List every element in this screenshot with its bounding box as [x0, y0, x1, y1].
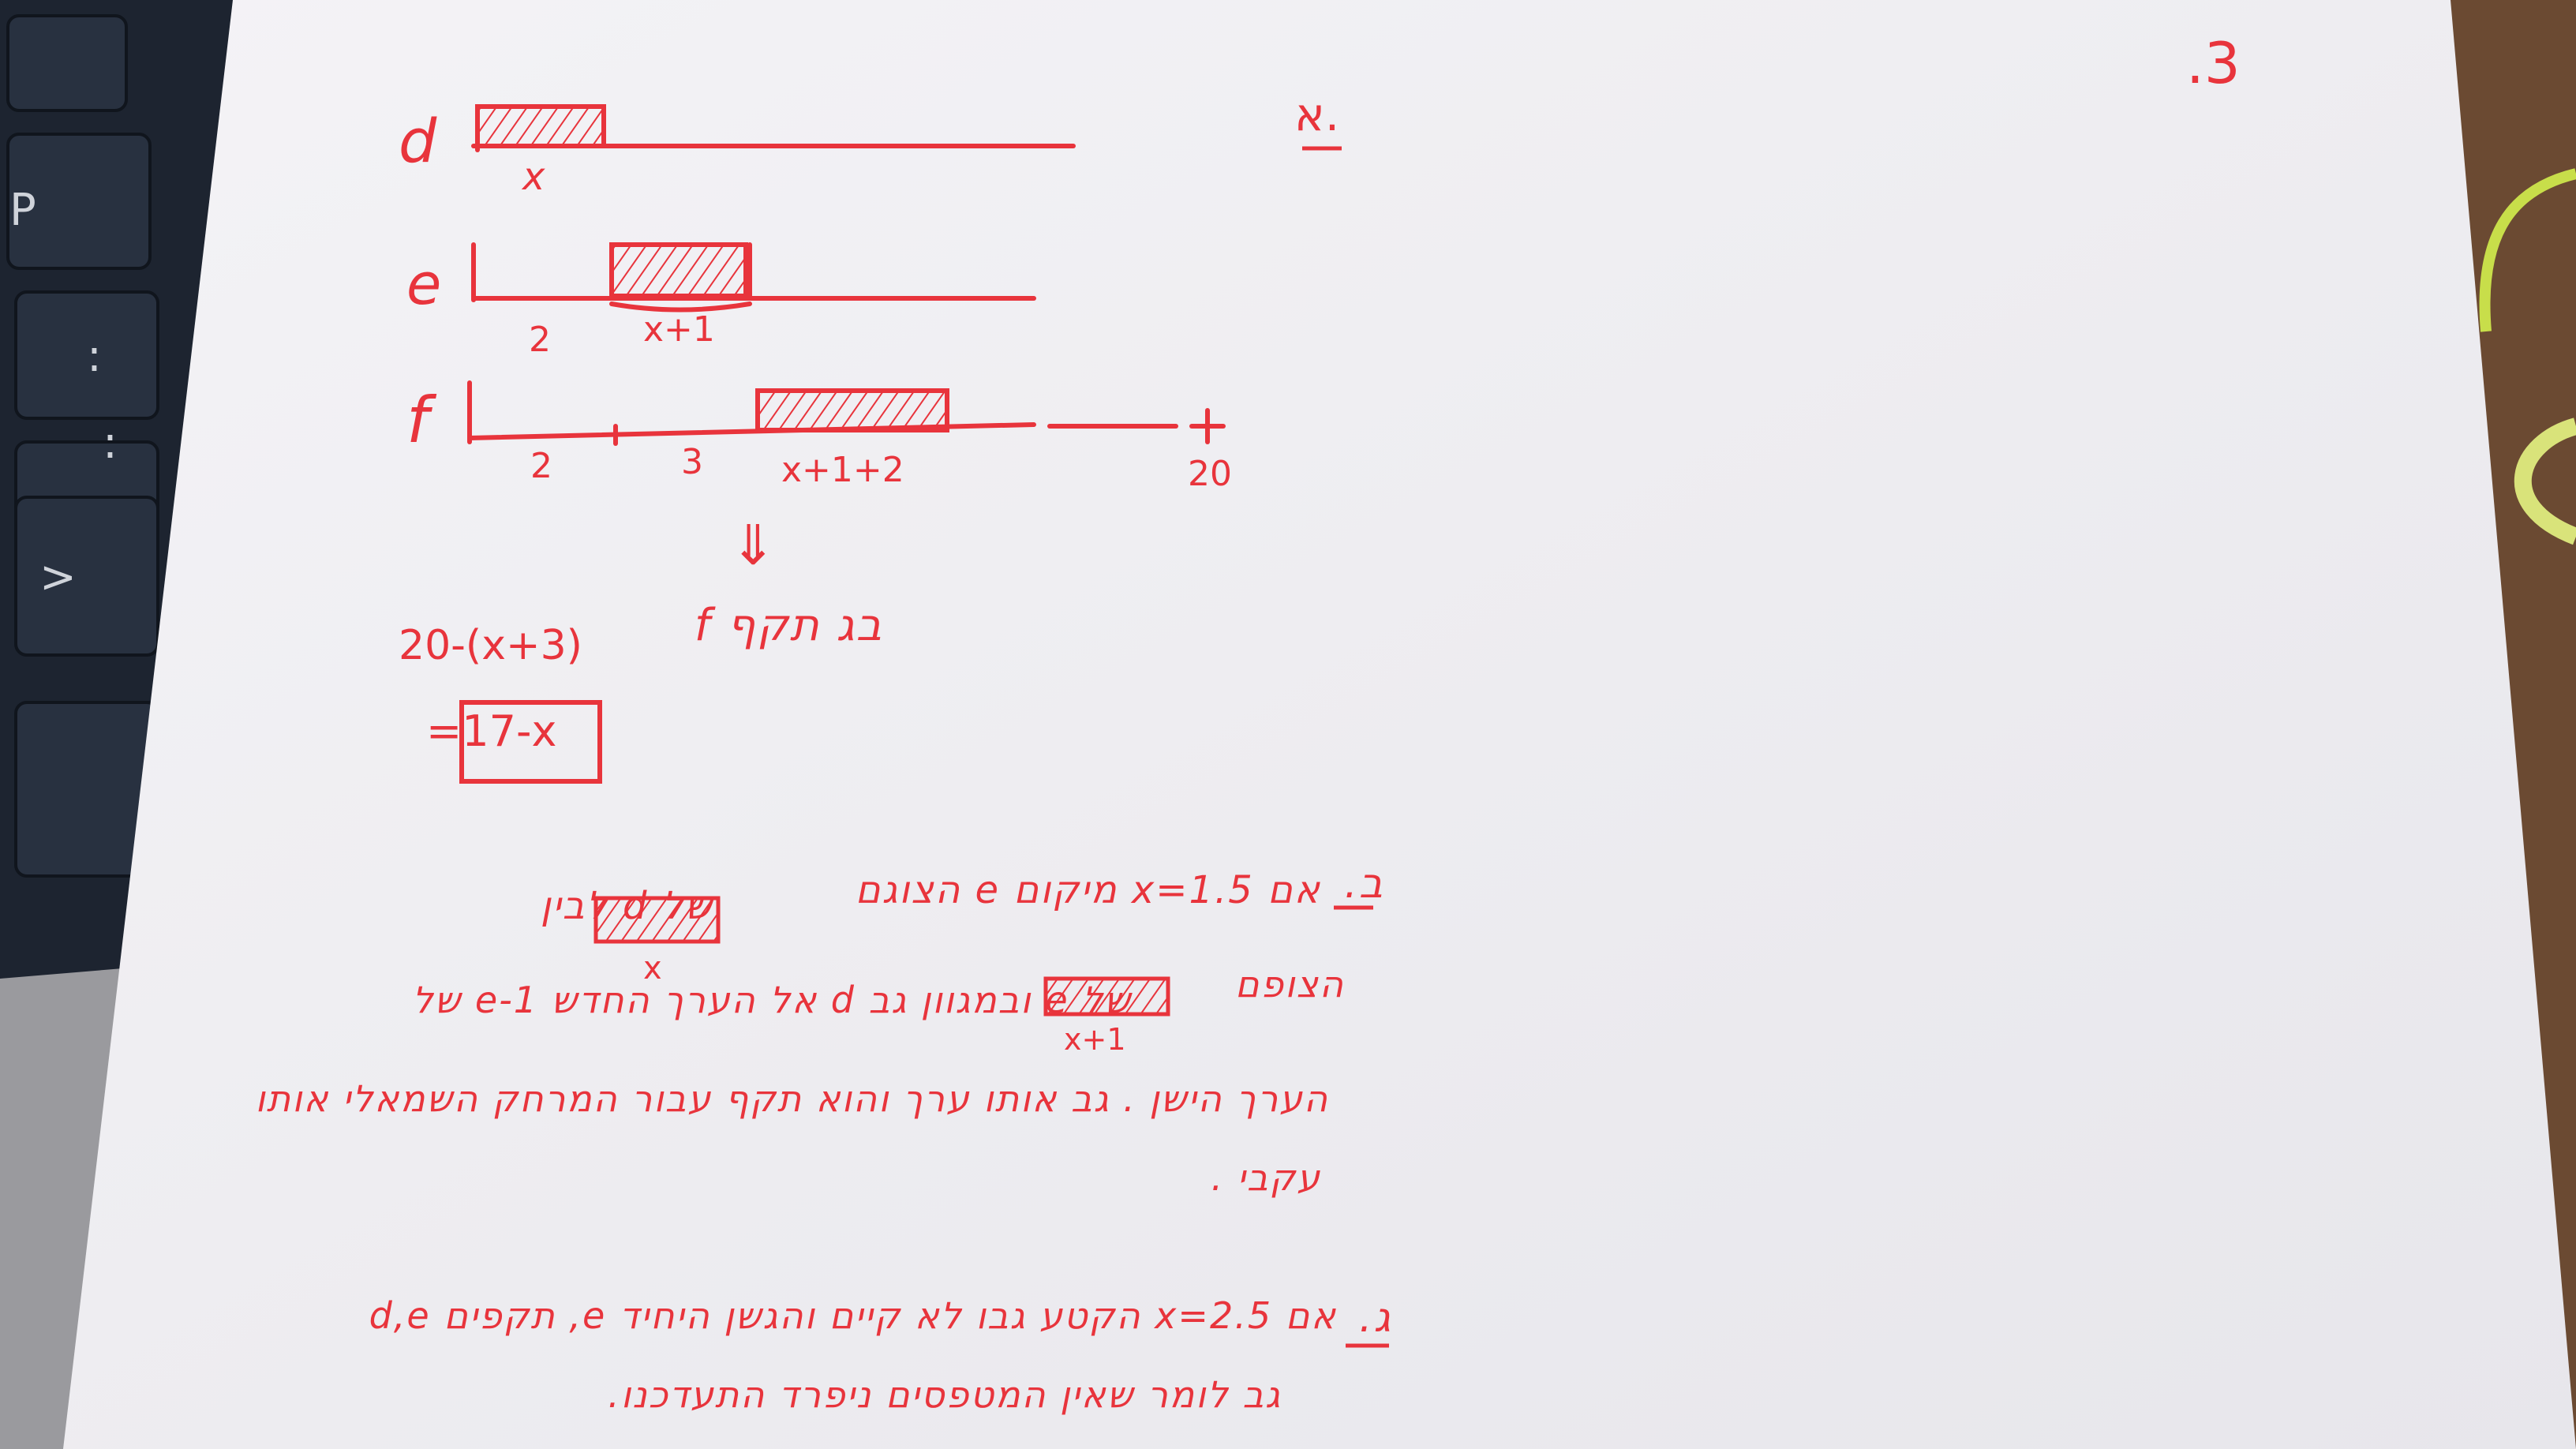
implies-arrow: ⇓: [730, 513, 777, 578]
formula-suffix: בג תקף f: [694, 600, 883, 651]
row-f-label-2: 2: [530, 446, 552, 486]
cable: [2479, 168, 2576, 332]
row-e-name: e: [406, 251, 441, 317]
formula-line1: 20-(x+3): [399, 622, 582, 669]
box1-label: x: [643, 950, 662, 987]
part-b-label: ב.: [1344, 860, 1384, 908]
part-c-line2: גב לומר שאין המטפסים ניפרד התעדכנו.: [608, 1373, 1282, 1416]
hatched-box-2: [1043, 976, 1170, 1017]
svg-text::: :: [87, 331, 102, 382]
svg-text:>: >: [39, 552, 77, 603]
part-b-line3: הערך הישן . גב אותו ערך והוא תקף עבור המ…: [255, 1077, 1329, 1120]
row-e-label-2: 2: [529, 320, 551, 360]
part-b-line4: עקבי .: [1211, 1156, 1321, 1199]
svg-text::: :: [103, 417, 118, 469]
row-f-label-3: 3: [681, 442, 703, 482]
formula-result: =17-x: [426, 706, 556, 756]
result-box: [459, 700, 602, 784]
paper-sheet: [63, 0, 2576, 1449]
diagram-row-e: [471, 242, 1036, 313]
row-d-label-x: x: [521, 155, 545, 199]
hatched-box-1: [593, 896, 721, 944]
keyboard-glyphs: P : : >: [9, 185, 118, 603]
part-b-line2-end: של e ובמגוון גב d אל הערך החדש e-1 של: [412, 979, 1132, 1021]
part-b-line2-start: הצופם: [1234, 963, 1345, 1005]
part-c-line1: אם x=2.5 הקטע גבו לא קיים והגשן היחיד e,…: [369, 1294, 1337, 1337]
cable-2: [2514, 417, 2576, 545]
page-number: .3: [2186, 30, 2241, 96]
part-b-line1-end: של d לבין: [540, 884, 713, 928]
part-b-line1: אם x=1.5 מיקום e הצוגם: [855, 868, 1321, 912]
row-e-label-x1: x+1: [643, 309, 715, 350]
part-a-label: א.: [1294, 88, 1339, 141]
box2-label: x+1: [1064, 1022, 1126, 1057]
keyboard-keys: [6, 14, 159, 878]
diagram-row-d: [471, 104, 1076, 152]
part-c-label: ג.: [1359, 1294, 1392, 1342]
svg-text:P: P: [9, 185, 36, 236]
diagram-row-f: [467, 380, 1226, 446]
row-f-label-x12: x+1+2: [781, 450, 904, 490]
row-d-name: d: [399, 106, 437, 176]
row-f-label-20: 20: [1188, 454, 1232, 494]
